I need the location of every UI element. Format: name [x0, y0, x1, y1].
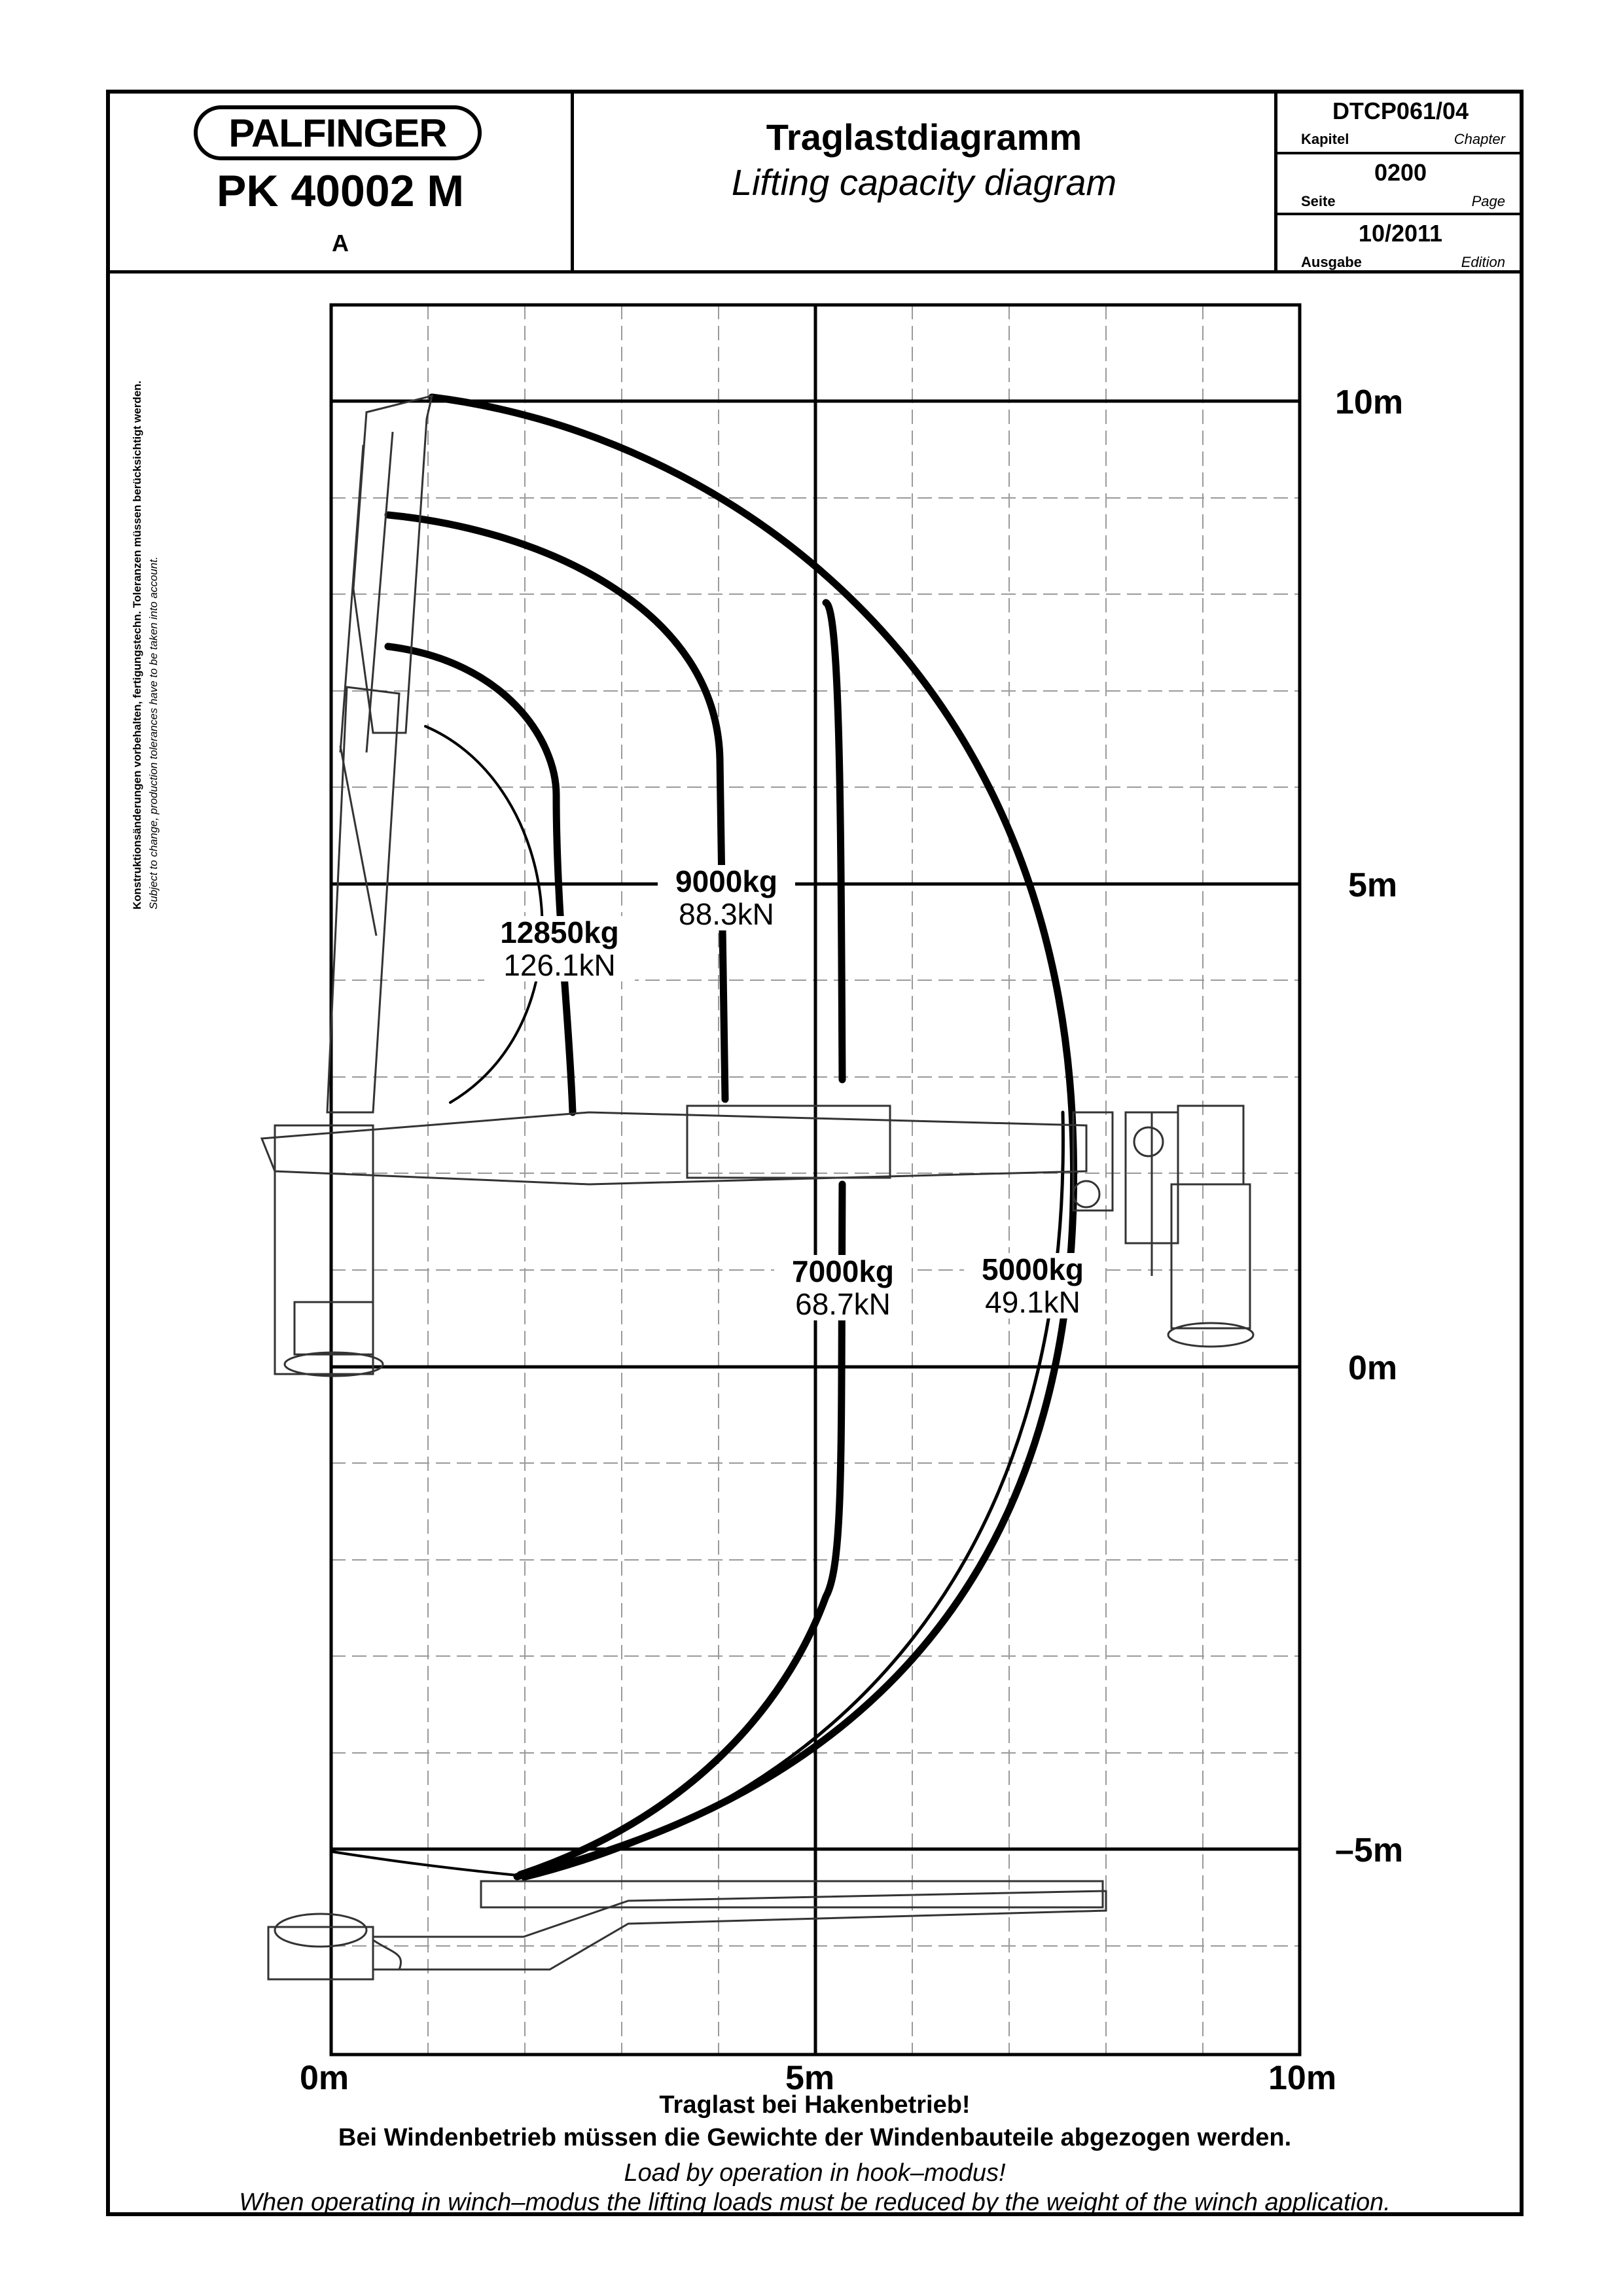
load-label-9000: 9000kg 88.3kN [658, 865, 795, 930]
load-label-7000: 7000kg 68.7kN [774, 1255, 912, 1320]
load-label-12850: 12850kg 126.1kN [484, 916, 635, 981]
footer-en-line1: Load by operation in hook–modus! [624, 2159, 1006, 2187]
doc-code: DTCP061/04 [1332, 97, 1469, 124]
load-12850-kn: 126.1kN [503, 948, 616, 982]
page-number: 0200 [1374, 159, 1427, 186]
y-label-10m: 10m [1335, 383, 1404, 421]
load-7000-kn: 68.7kN [795, 1287, 891, 1321]
footer-de-line1: Traglast bei Hakenbetrieb! [659, 2091, 971, 2119]
curve-7000kg-upper [822, 599, 846, 1084]
kapitel-label: Kapitel [1301, 131, 1349, 147]
footer-en-line2: When operating in winch–modus the liftin… [239, 2189, 1391, 2216]
ausgabe-label: Ausgabe [1301, 254, 1362, 270]
meta-divider-1 [1276, 152, 1524, 154]
load-9000-kn: 88.3kN [679, 897, 774, 931]
crane-upright-drawing [260, 394, 1114, 1377]
curve-12850kg-thin [424, 725, 544, 1104]
edition-label: Edition [1461, 254, 1505, 270]
load-5000-kg: 5000kg [981, 1252, 1084, 1286]
logo-text: PALFINGER [228, 111, 447, 155]
model-name: PK 40002 M [217, 166, 464, 216]
palfinger-logo: PALFINGER [194, 105, 482, 160]
header-divider [106, 270, 1524, 274]
major-grid [331, 305, 1300, 2055]
page-frame [106, 90, 1524, 2216]
load-curves [331, 393, 1078, 1881]
crane-stowed-drawing [267, 1880, 1107, 1981]
meta-divider-2 [1276, 213, 1524, 215]
model-variant: A [332, 230, 349, 256]
curve-5000kg-outer [428, 393, 1078, 1881]
seite-label: Seite [1301, 193, 1336, 209]
x-label-5m: 5m [785, 2059, 835, 2097]
brand-block: PALFINGER PK 40002 M A [110, 94, 571, 270]
footer-de-line2: Bei Windenbetrieb müssen die Gewichte de… [338, 2124, 1292, 2151]
load-12850-kg: 12850kg [500, 915, 619, 949]
curve-12850kg [384, 643, 577, 1116]
crane-end-view-drawing [1124, 1104, 1255, 1348]
load-7000-kg: 7000kg [791, 1254, 894, 1288]
load-5000-kn: 49.1kN [985, 1285, 1080, 1319]
curve-7000kg-lower [516, 1180, 846, 1879]
meta-block: DTCP061/04 Kapitel Chapter 0200 Seite Pa… [1277, 94, 1524, 270]
edition-date: 10/2011 [1358, 220, 1443, 247]
curve-7000kg-tail [331, 1850, 518, 1877]
curve-9000kg [384, 511, 729, 1103]
load-9000-kg: 9000kg [675, 864, 777, 898]
title-de: Traglastdiagramm [766, 116, 1082, 158]
header-col-divider-2 [1274, 90, 1277, 272]
chapter-label: Chapter [1454, 131, 1505, 147]
header-col-divider-1 [571, 90, 574, 272]
x-label-10m: 10m [1268, 2059, 1337, 2097]
title-block: Traglastdiagramm Lifting capacity diagra… [574, 94, 1274, 270]
title-en: Lifting capacity diagram [731, 162, 1117, 203]
y-label-5m: 5m [1348, 866, 1398, 904]
load-label-5000: 5000kg 49.1kN [964, 1253, 1101, 1318]
page-label: Page [1471, 193, 1505, 209]
y-label-minus-5m: –5m [1335, 1831, 1404, 1869]
y-label-0m: 0m [1348, 1349, 1398, 1387]
chart-frame [329, 303, 1302, 2057]
x-label-0m: 0m [300, 2059, 349, 2097]
